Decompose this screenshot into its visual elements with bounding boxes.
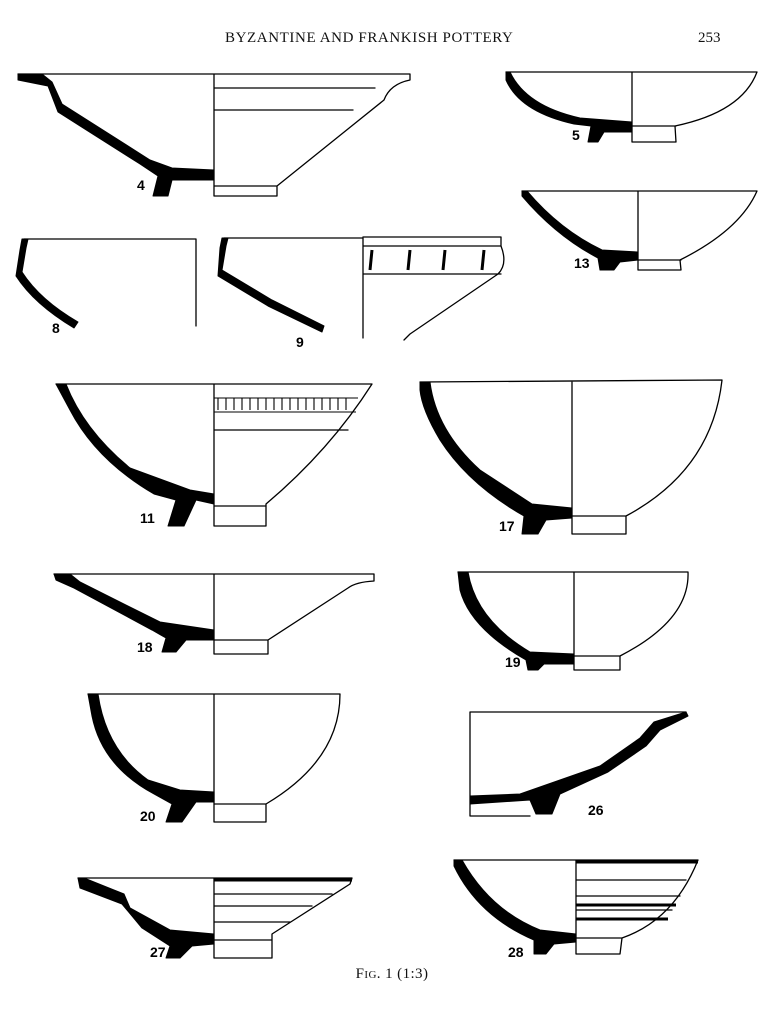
vessel-27: [77, 877, 353, 959]
vessel-4: [17, 73, 411, 197]
vessel-5: [505, 71, 758, 143]
caption-scale: 1 (1:3): [385, 966, 429, 982]
caption-fig-word: Fig.: [355, 966, 381, 982]
vessel-label-8: 8: [52, 320, 60, 336]
vessel-11: [55, 383, 373, 527]
vessel-18: [53, 573, 375, 655]
running-head: BYZANTINE AND FRANKISH POTTERY 253: [0, 30, 784, 54]
vessel-label-13: 13: [574, 255, 590, 271]
vessel-label-26: 26: [588, 802, 604, 818]
vessel-label-17: 17: [499, 518, 515, 534]
vessel-9: [217, 236, 505, 341]
vessel-17: [419, 379, 723, 535]
page-number: 253: [698, 30, 721, 46]
figure-caption: Fig. 1 (1:3): [0, 966, 784, 983]
vessel-label-4: 4: [137, 177, 145, 193]
vessel-28: [453, 859, 699, 955]
vessel-26: [469, 711, 689, 817]
vessel-20: [87, 693, 341, 823]
vessel-label-5: 5: [572, 127, 580, 143]
vessel-label-20: 20: [140, 808, 156, 824]
vessel-label-9: 9: [296, 334, 304, 350]
vessel-label-18: 18: [137, 639, 153, 655]
running-title: BYZANTINE AND FRANKISH POTTERY: [225, 30, 514, 46]
vessel-13: [521, 190, 758, 271]
vessel-label-27: 27: [150, 944, 166, 960]
vessel-label-28: 28: [508, 944, 524, 960]
vessel-label-11: 11: [140, 510, 155, 526]
vessel-19: [457, 571, 689, 671]
vessel-label-19: 19: [505, 654, 521, 670]
vessel-8: [15, 238, 197, 329]
